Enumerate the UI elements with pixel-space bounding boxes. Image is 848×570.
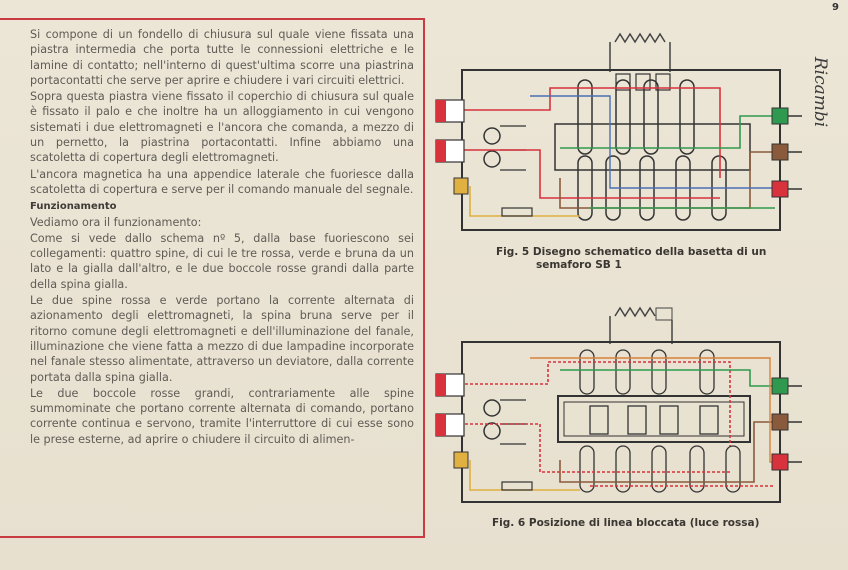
- figure-6-diagram: [435, 306, 802, 503]
- caption-line: Fig. 5 Disegno schematico della basetta …: [496, 246, 767, 258]
- body-text: Si compone di un fondello di chiusura su…: [30, 27, 414, 448]
- paragraph: Le due spine rossa e verde portano la co…: [30, 294, 414, 384]
- paragraph: Le due boccole rosse grandi, contrariame…: [30, 386, 414, 446]
- section-heading: Funzionamento: [30, 201, 117, 213]
- paragraph: Sopra questa piastra viene fissato il co…: [30, 90, 414, 165]
- figure-6-caption: Fig. 6 Posizione di linea bloccata (luce…: [492, 517, 760, 529]
- text-frame: [0, 18, 425, 538]
- paragraph: Si compone di un fondello di chiusura su…: [30, 28, 414, 87]
- running-title: Ricambi: [810, 40, 843, 150]
- figure-5-caption: Fig. 5 Disegno schematico della basetta …: [496, 246, 766, 272]
- caption-line: semaforo SB 1: [536, 259, 622, 271]
- paragraph: L'ancora magnetica ha una appendice late…: [30, 167, 414, 196]
- paragraph: Come si vede dallo schema nº 5, dalla ba…: [30, 231, 414, 291]
- figure-5-diagram: [435, 32, 802, 231]
- page-number: 9: [832, 2, 839, 13]
- paragraph: Vediamo ora il funzionamento:: [30, 215, 202, 229]
